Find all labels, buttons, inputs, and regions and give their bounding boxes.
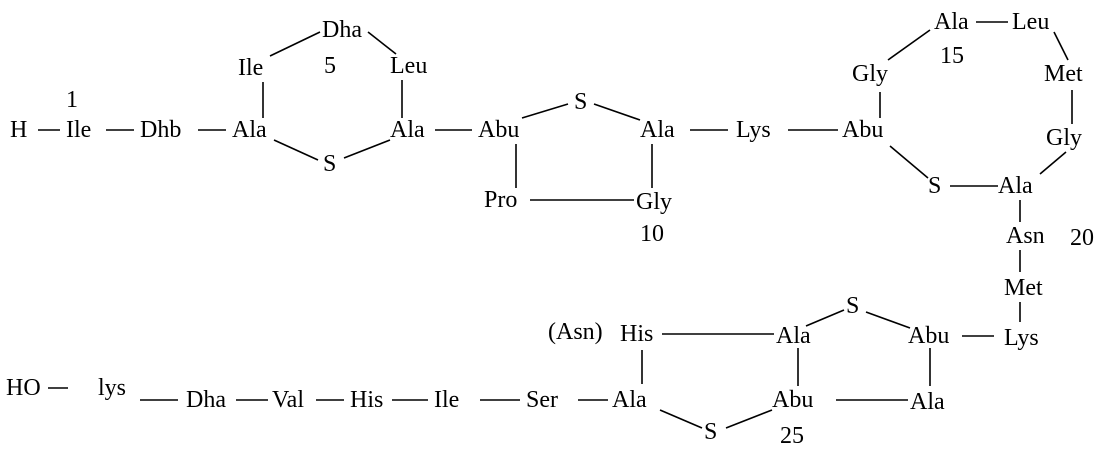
residue-29: Ser bbox=[526, 387, 558, 413]
position-number-5: 5 bbox=[324, 53, 336, 79]
residue-2: Dhb bbox=[140, 117, 181, 143]
residue-19: Ala bbox=[998, 173, 1033, 199]
position-number-10: 10 bbox=[640, 221, 664, 247]
residue-9: Pro bbox=[484, 187, 517, 213]
position-number-25: 25 bbox=[780, 423, 804, 449]
residue-17: Met bbox=[1044, 61, 1083, 87]
bond bbox=[1053, 31, 1069, 61]
sulfur-bridge-3: S bbox=[928, 173, 941, 199]
position-number-1: 1 bbox=[66, 87, 78, 113]
residue-3: Ala bbox=[232, 117, 267, 143]
bonds bbox=[38, 21, 1073, 429]
residue-22: Lys bbox=[1004, 325, 1039, 351]
bond bbox=[865, 311, 911, 329]
bond bbox=[805, 309, 845, 327]
residue-25: Abu bbox=[772, 387, 813, 413]
bond bbox=[593, 103, 641, 121]
residue-5: Dha bbox=[322, 17, 362, 43]
bond bbox=[725, 409, 773, 429]
residue-18: Gly bbox=[1046, 125, 1082, 151]
residue-6: Leu bbox=[390, 53, 427, 79]
residue-15: Ala bbox=[934, 9, 969, 35]
residue-21: Met bbox=[1004, 275, 1043, 301]
variant-note: (Asn) bbox=[548, 319, 603, 345]
sulfur-bridge-5: S bbox=[704, 419, 717, 445]
bond bbox=[269, 31, 321, 57]
residue-11: Ala bbox=[640, 117, 675, 143]
residue-14: Gly bbox=[852, 61, 888, 87]
position-number-15: 15 bbox=[940, 43, 964, 69]
residue-4: Ile bbox=[238, 55, 263, 81]
residue-7: Ala bbox=[390, 117, 425, 143]
bond bbox=[1039, 151, 1067, 175]
residue-16: Leu bbox=[1012, 9, 1049, 35]
position-number-20: 20 bbox=[1070, 225, 1094, 251]
residue-27: His bbox=[620, 321, 653, 347]
n-terminus-label: H bbox=[10, 117, 27, 143]
residue-31: His bbox=[350, 387, 383, 413]
residue-8: Abu bbox=[478, 117, 519, 143]
bond bbox=[343, 139, 391, 159]
c-terminus-label: HO bbox=[6, 375, 41, 401]
residue-30: Ile bbox=[434, 387, 459, 413]
residue-1: Ile bbox=[66, 117, 91, 143]
residue-26: Ala bbox=[910, 389, 945, 415]
sulfur-bridge-4: S bbox=[846, 293, 859, 319]
residue-10: Gly bbox=[636, 189, 672, 215]
labels: H HO Ile Dhb Ala Ile Dha Leu Ala S Abu S… bbox=[6, 9, 1094, 449]
sulfur-bridge-2: S bbox=[574, 89, 587, 115]
residue-24: Ala bbox=[776, 323, 811, 349]
bond bbox=[887, 29, 931, 61]
residue-34: lys bbox=[98, 375, 126, 401]
residue-28: Ala bbox=[612, 387, 647, 413]
residue-20: Asn bbox=[1006, 223, 1045, 249]
bond bbox=[659, 409, 703, 429]
bond bbox=[521, 103, 569, 119]
bond bbox=[273, 139, 319, 161]
residue-23: Abu bbox=[908, 323, 949, 349]
sulfur-bridge-1: S bbox=[323, 151, 336, 177]
bond bbox=[367, 31, 397, 55]
residue-12: Lys bbox=[736, 117, 771, 143]
residue-33: Dha bbox=[186, 387, 226, 413]
residue-32: Val bbox=[272, 387, 304, 413]
residue-13: Abu bbox=[842, 117, 883, 143]
bond bbox=[889, 145, 929, 179]
